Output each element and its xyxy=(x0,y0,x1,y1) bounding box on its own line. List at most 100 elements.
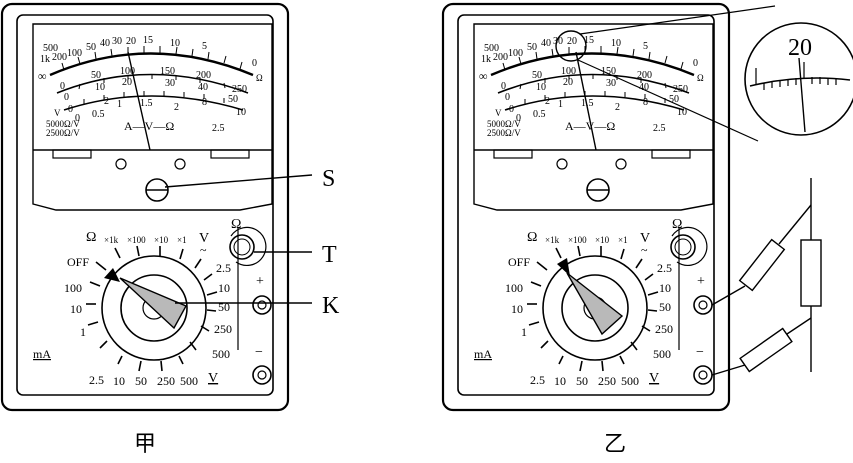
ohm-tick-label: 100 xyxy=(67,48,82,59)
ac-small-tick-label: 0.5 xyxy=(533,109,546,120)
multimeter-jia: 500 1k 200 100 50 40 30 20 15 10 5 0 Ω ∞… xyxy=(0,2,340,456)
sensitivity-label: 2500Ω/V xyxy=(487,128,521,138)
dial-dcv-range: 50 xyxy=(135,374,147,388)
ac-small-tick-label: 1.5 xyxy=(140,98,153,109)
dc-tick-label: 100 xyxy=(561,66,576,77)
selector-knob[interactable] xyxy=(561,274,629,342)
dial-dcv-range: 50 xyxy=(576,374,588,388)
display-window xyxy=(473,23,714,211)
dial-dcv-range: 250 xyxy=(157,374,175,388)
ac-small-tick-label: 0 xyxy=(516,113,521,124)
ohm-knob-symbol: Ω xyxy=(672,217,682,232)
dial-dcv-range: 500 xyxy=(180,374,198,388)
ac-small-tick-label: 1.5 xyxy=(581,98,594,109)
case-inner xyxy=(457,14,715,396)
ohm-tick-label: 100 xyxy=(508,48,523,59)
terminal-minus-label: − xyxy=(255,345,263,360)
ohm-tick-label: 30 xyxy=(553,36,563,47)
ac-tick-label: 2 xyxy=(545,96,550,107)
ac-tick-label: 0 xyxy=(509,104,514,115)
dial-ma-range: 10 xyxy=(511,302,523,316)
dc-tick-label: 200 xyxy=(196,70,211,81)
dial-ohm-range: ×100 xyxy=(127,235,146,245)
needle xyxy=(575,51,597,151)
dial-acv-range: 2.5 xyxy=(216,261,231,275)
selector-knob-k[interactable] xyxy=(120,274,188,342)
dc-tick-label: 50 xyxy=(532,70,542,81)
dc-tick-label: 150 xyxy=(601,66,616,77)
external-circuit xyxy=(711,178,822,376)
ac-tick-label: 10 xyxy=(677,107,687,118)
knob-rotate-arrow-icon xyxy=(230,226,267,267)
dc-tick-label: 0 xyxy=(60,81,65,92)
dial-ma-range: 10 xyxy=(70,302,82,316)
dc-small-tick-label: 20 xyxy=(122,77,132,88)
ohm-tick-label: 500 xyxy=(43,43,58,54)
window-slot xyxy=(210,149,250,159)
meter-label: A—V—Ω xyxy=(565,119,615,133)
ohm-tick-label: 500 xyxy=(484,43,499,54)
dial-dcv-range: 500 xyxy=(621,374,639,388)
ohm-zero-knob-t[interactable] xyxy=(229,234,255,260)
terminal-plus-label: + xyxy=(256,274,264,289)
dial-acv-range: 250 xyxy=(214,322,232,336)
window-slot xyxy=(52,149,92,159)
dial-ohm-range: ×10 xyxy=(154,235,169,245)
v-mark: V xyxy=(54,108,61,118)
dial-acv-range: 250 xyxy=(655,322,673,336)
terminal-hole xyxy=(257,300,267,310)
case-outer xyxy=(0,2,290,412)
infinity-mark: ∞ xyxy=(38,69,47,83)
ac-tick-label: 8 xyxy=(643,97,648,108)
dial-acv-range: 500 xyxy=(212,347,230,361)
dc-small-tick-label: 50 xyxy=(669,94,679,105)
ohm-tick-label: 40 xyxy=(100,38,110,49)
terminal-plus[interactable] xyxy=(252,295,272,315)
dial-dcv-range: 250 xyxy=(598,374,616,388)
ohm-tick-label: 5 xyxy=(202,41,207,52)
resistor-upper xyxy=(738,238,786,292)
knob-ridge xyxy=(674,238,692,256)
terminal-plus-label: + xyxy=(697,274,705,289)
scale-ticks xyxy=(502,46,684,104)
dc-small-tick-label: 40 xyxy=(198,82,208,93)
ohm-scale-arc xyxy=(490,52,695,77)
ohm-unit: Ω xyxy=(697,73,704,83)
ohm-unit: Ω xyxy=(256,73,263,83)
dial-ma-range: 1 xyxy=(80,325,86,339)
terminal-plus[interactable] xyxy=(693,295,713,315)
dial-off: OFF xyxy=(508,255,530,269)
terminal-minus[interactable] xyxy=(252,365,272,385)
selector-pointer xyxy=(566,272,624,336)
ohm-tick-label: 15 xyxy=(143,35,153,46)
terminal-minus[interactable] xyxy=(693,365,713,385)
resistor-lower xyxy=(739,327,793,373)
ac-scale-arc xyxy=(63,95,244,111)
dc-tick-label: 250 xyxy=(232,84,247,95)
dial-dcv-range: 10 xyxy=(554,374,566,388)
selector-ring xyxy=(101,255,207,361)
dial-ticks xyxy=(86,245,218,372)
dc-small-tick-label: 30 xyxy=(165,78,175,89)
dial-off: OFF xyxy=(67,255,89,269)
window-slot xyxy=(651,149,691,159)
zoom-connector xyxy=(577,59,759,142)
caption-yi: 乙 xyxy=(604,431,626,456)
dial-acv-range: 50 xyxy=(659,300,671,314)
dc-small-tick-label: 0 xyxy=(505,92,510,103)
callout-line-s xyxy=(164,174,313,188)
dial-ma-unit: mA xyxy=(33,347,51,361)
terminal-hole xyxy=(698,300,708,310)
ohm-tick-label: 1k xyxy=(40,54,50,65)
sensitivity-label: 5000Ω/V xyxy=(487,119,521,129)
ohm-scale-arc xyxy=(49,52,254,77)
zoom-source-circle xyxy=(555,30,587,62)
dial-dcv-unit: V xyxy=(649,371,659,386)
ac-small-tick-label: 1 xyxy=(117,99,122,110)
ohm-tick-label: 0 xyxy=(693,58,698,69)
dc-tick-label: 100 xyxy=(120,66,135,77)
ohm-zero-knob[interactable] xyxy=(670,234,696,260)
ohm-tick-label: 50 xyxy=(86,42,96,53)
sensitivity-label: 2500Ω/V xyxy=(46,128,80,138)
